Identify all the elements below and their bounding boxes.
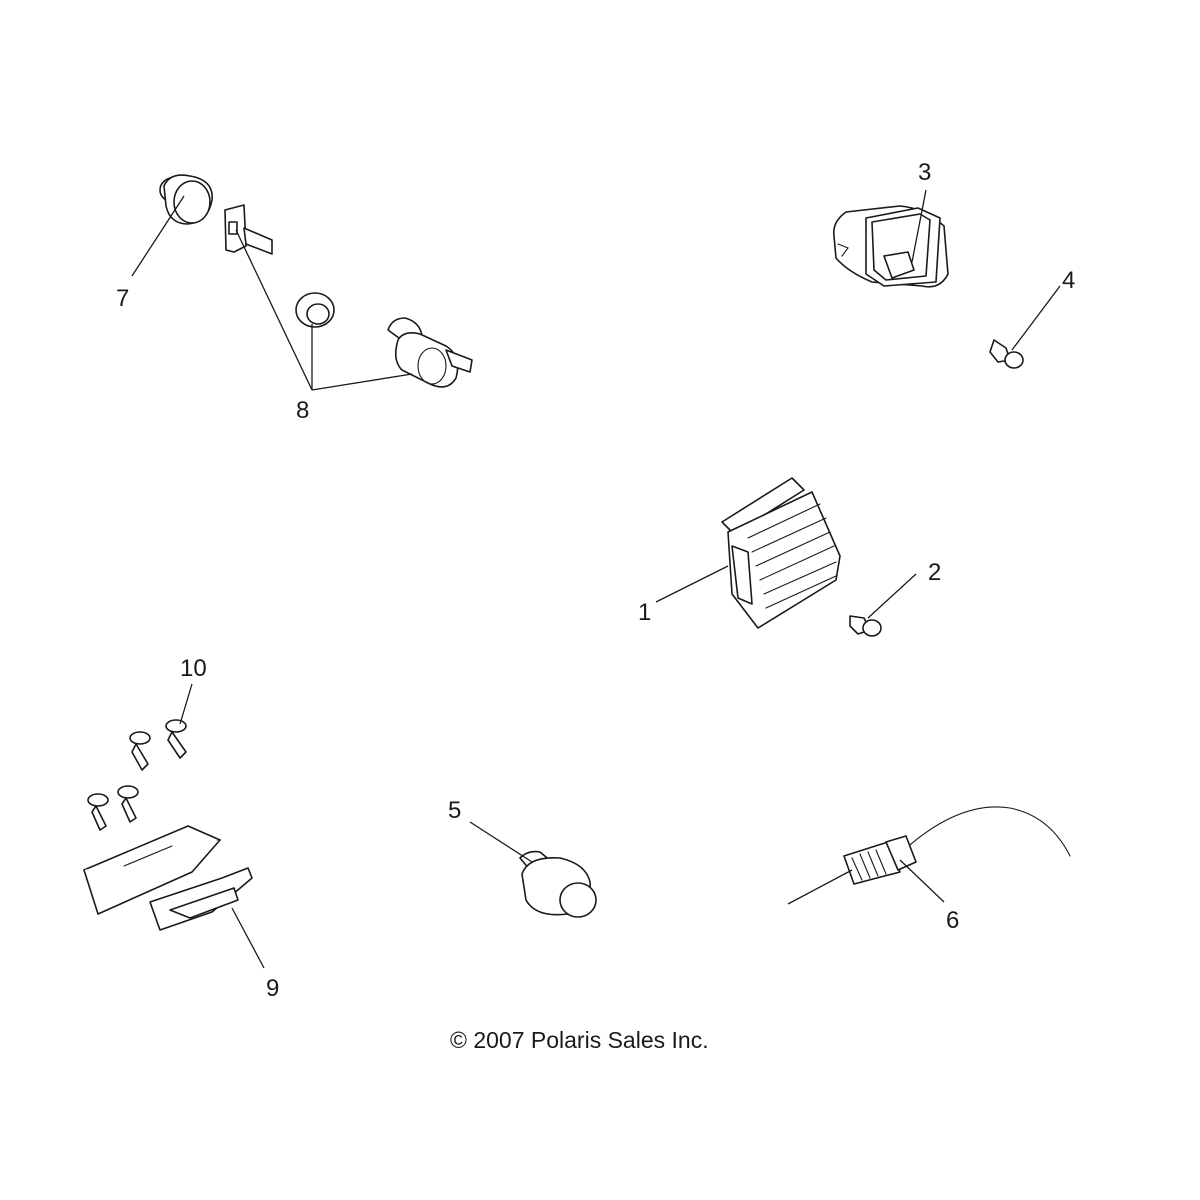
part-8-switch [387,317,473,388]
part-5-switch [519,850,597,918]
part-10-bolts [87,719,187,831]
leader-9 [231,907,265,969]
leader-1 [655,565,729,603]
part-6-sensor [843,806,1071,885]
callout-3: 3 [918,159,931,186]
part-3-module [832,205,949,288]
part-8-nut [295,292,335,328]
part-1-regulator [721,477,841,629]
part-9-coil [83,825,253,931]
callout-10: 10 [180,655,207,682]
leader-3 [911,189,927,263]
part-8-key [224,204,273,255]
leader-7 [131,195,185,277]
part-2-screw [849,615,882,637]
leader-2 [867,573,917,619]
leader-lines [131,189,1061,969]
leader-4 [1011,285,1061,351]
callout-1: 1 [638,599,651,626]
callout-8: 8 [296,397,309,424]
leader-8c [311,373,413,391]
callout-2: 2 [928,559,941,586]
callout-9: 9 [266,975,279,1002]
leader-8a [235,229,313,391]
leader-5 [469,821,533,863]
copyright-notice: © 2007 Polaris Sales Inc. [450,1027,709,1053]
callout-4: 4 [1062,267,1075,294]
part-4-screw [989,339,1024,369]
leader-10 [179,683,193,725]
callout-7: 7 [116,285,129,312]
part-7-cap [159,174,213,225]
callout-5: 5 [448,797,461,824]
leader-6a [899,859,945,903]
callout-6: 6 [946,907,959,934]
leader-6b [787,869,853,905]
